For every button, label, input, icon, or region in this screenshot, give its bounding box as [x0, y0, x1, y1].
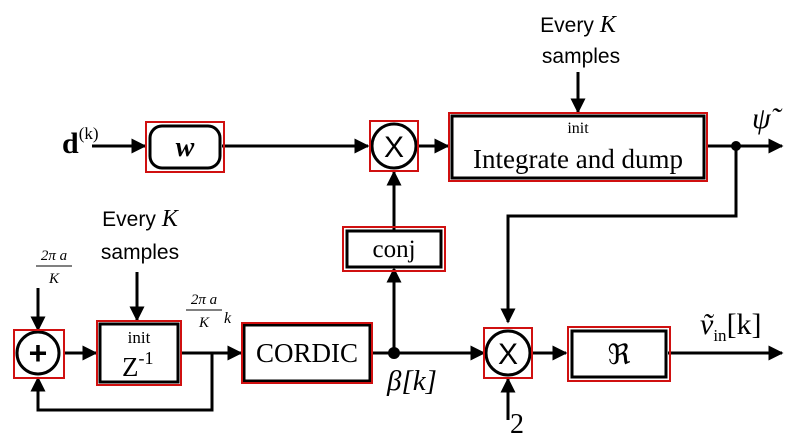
- phase-label-suffix: k: [224, 310, 232, 327]
- delay-base: Z: [122, 352, 139, 382]
- note-top-line2: samples: [542, 45, 620, 68]
- cordic-label: CORDIC: [256, 338, 358, 368]
- connections: [30, 72, 784, 420]
- input-d-superscript: (k): [79, 124, 99, 143]
- w-label: w: [176, 132, 195, 163]
- delay-init-label: init: [128, 328, 151, 347]
- multiplier-1-symbol: X: [384, 131, 404, 164]
- phase-label-numerator: 2π a: [191, 292, 217, 308]
- multiplier-2-symbol: X: [498, 338, 518, 371]
- real-part-symbol: ℜ: [608, 340, 631, 371]
- vin-symbol: ṽ: [700, 308, 715, 341]
- delay-label: Z-1: [122, 348, 154, 382]
- adder-symbol: +: [29, 335, 48, 371]
- phase-increment-numerator: 2π a: [41, 248, 67, 264]
- output-psi-label: ψ̃: [752, 102, 783, 135]
- integrate-label: Integrate and dump: [473, 144, 683, 174]
- real-part-block: ℜ: [567, 326, 671, 382]
- input-d-symbol: d: [62, 127, 79, 160]
- wire-psi-to-mult2: [500, 146, 738, 324]
- integrate-init-label: init: [567, 120, 589, 137]
- phase-increment-denominator: K: [48, 271, 60, 287]
- delay-block: init Z-1: [96, 320, 182, 386]
- vin-subscript: in: [713, 326, 727, 345]
- integrate-dump-block: init Integrate and dump: [448, 112, 708, 182]
- note-left-k: K: [161, 206, 180, 232]
- phase-increment-fraction: 2π a K: [36, 248, 72, 287]
- phase-label-denominator: K: [198, 315, 210, 331]
- w-block: w: [145, 121, 225, 173]
- note-left-line2: samples: [101, 241, 179, 264]
- note-top-k: K: [599, 12, 618, 38]
- delay-exponent: -1: [139, 348, 154, 368]
- cordic-block: CORDIC: [241, 322, 373, 384]
- output-vin-label: ṽin[k]: [700, 308, 762, 345]
- beta-label: β[k]: [386, 365, 437, 397]
- vin-index: [k]: [727, 308, 762, 341]
- input-d-label: d(k): [62, 124, 99, 160]
- note-left-every: Every: [102, 208, 156, 231]
- adder: +: [13, 329, 65, 379]
- note-top-every: Every: [540, 14, 594, 37]
- conj-block: conj: [342, 226, 446, 272]
- multiplier-1: X: [369, 120, 419, 172]
- phase-signal-label: 2π a K k: [186, 292, 232, 331]
- multiplier-2: X: [483, 327, 533, 379]
- wire-delay-feedback: [30, 353, 214, 412]
- conj-label: conj: [372, 236, 415, 263]
- input-two-label: 2: [510, 409, 524, 437]
